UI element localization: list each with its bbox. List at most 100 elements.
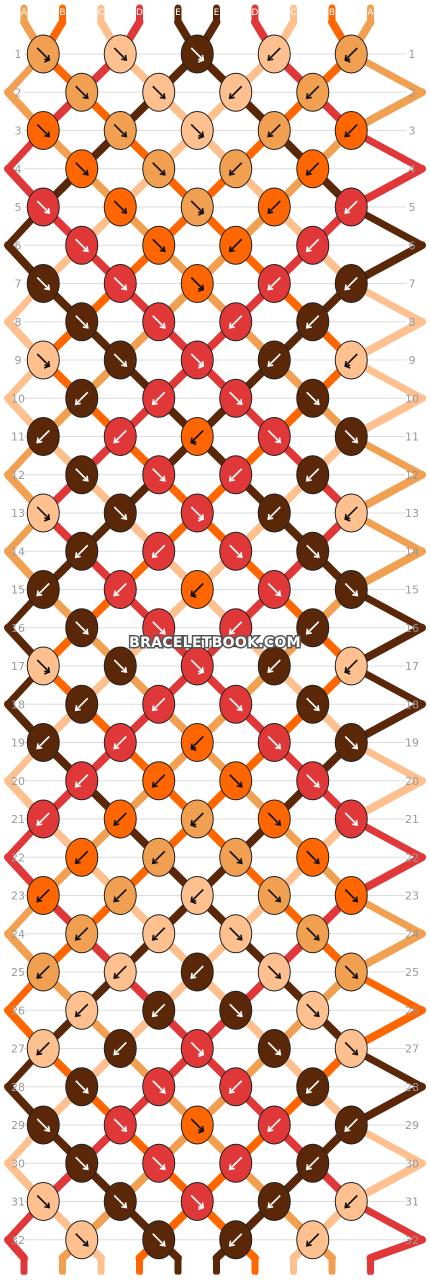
knot-arrow-shaft — [190, 659, 204, 673]
knot-arrow-head — [36, 590, 43, 597]
knot — [65, 455, 99, 495]
knot-arrow-shaft — [229, 621, 243, 635]
strand-letter-top: C — [290, 8, 296, 18]
row-number-right: 14 — [405, 545, 419, 558]
knot — [103, 340, 137, 380]
knot — [296, 302, 330, 342]
knot-arrow-shaft — [306, 162, 320, 176]
knot-arrow-shaft — [113, 506, 127, 520]
knot-arrow-head — [267, 284, 274, 291]
strand-letter-bottom: E — [214, 1274, 220, 1284]
row-number-left: 3 — [15, 125, 22, 138]
knot-arrow-head — [151, 934, 158, 941]
knot-arrow-shaft — [36, 47, 50, 61]
knot-arrow-head — [82, 93, 89, 100]
row-number-left: 7 — [15, 278, 22, 291]
knot — [142, 378, 176, 418]
knot — [219, 914, 253, 954]
knot — [296, 72, 330, 112]
knot — [257, 876, 291, 915]
knot-arrow-head — [344, 1125, 351, 1132]
knot-arrow-head — [228, 93, 235, 100]
knot-arrow-head — [36, 819, 43, 826]
knot — [334, 493, 368, 533]
knot — [26, 417, 60, 456]
knot-arrow-head — [275, 437, 282, 444]
knot-arrow-head — [228, 1087, 235, 1094]
knot — [103, 1105, 137, 1145]
knot-arrow-head — [305, 475, 312, 482]
knot — [26, 111, 60, 150]
knot-arrow-head — [121, 207, 128, 214]
knot-arrow-shaft — [344, 123, 358, 138]
knot — [180, 187, 214, 227]
knot — [103, 111, 137, 150]
knot-arrow-head — [159, 322, 166, 329]
knot — [103, 34, 137, 74]
knot-arrow-shaft — [267, 965, 281, 979]
knot — [334, 876, 368, 915]
knot-arrow-shaft — [152, 1003, 166, 1017]
knot-arrow-shaft — [229, 1233, 243, 1247]
knot-arrow-head — [228, 322, 235, 329]
knot — [219, 378, 253, 418]
knot — [65, 225, 99, 265]
knot-arrow-shaft — [75, 468, 89, 482]
knot-arrow-head — [313, 934, 320, 941]
knot-arrow-head — [113, 1049, 120, 1056]
strand-letter-top: E — [214, 8, 220, 18]
knot — [26, 493, 60, 533]
knot-arrow-bend — [197, 671, 204, 675]
knot — [296, 837, 330, 877]
knot-grid — [26, 34, 368, 1260]
knot-arrow-shaft — [344, 1118, 358, 1132]
knot-arrow-head — [305, 322, 312, 329]
knot-arrow-shaft — [113, 659, 127, 673]
knot-arrow-shaft — [36, 429, 50, 444]
knot — [219, 531, 253, 571]
knot — [219, 1143, 253, 1183]
knot-arrow-bend — [344, 59, 351, 63]
knot-arrow-head — [352, 896, 359, 903]
row-number-left: 18 — [11, 698, 25, 711]
knot — [257, 417, 291, 456]
row-number-right: 18 — [405, 698, 419, 711]
row-number-right: 29 — [405, 1119, 419, 1132]
knot — [334, 417, 368, 456]
knot — [103, 264, 137, 303]
knot — [257, 264, 291, 303]
knot-arrow-shaft — [113, 47, 127, 61]
knot-arrow-shaft — [75, 927, 89, 941]
knot — [257, 111, 291, 150]
knot-arrow-head — [344, 131, 351, 138]
knot-arrow-shaft — [152, 621, 166, 635]
knot — [142, 1067, 176, 1107]
knot — [180, 646, 214, 686]
knot — [142, 225, 176, 265]
row-number-right: 17 — [405, 660, 419, 673]
strand-letter-bottom: C — [98, 1274, 104, 1284]
strand-letter-bottom: D — [252, 1274, 259, 1284]
knot — [103, 646, 137, 686]
knot — [296, 990, 330, 1030]
row-number-right: 24 — [405, 928, 419, 941]
knot-arrow-shaft — [267, 582, 281, 597]
knot-arrow-shaft — [267, 506, 281, 520]
knot-arrow-head — [113, 590, 120, 597]
row-number-left: 11 — [11, 431, 25, 444]
knot — [219, 1067, 253, 1107]
row-number-left: 5 — [15, 201, 22, 214]
knot-arrow-head — [74, 552, 81, 559]
knot-arrow-head — [228, 475, 235, 482]
knot-arrow-head — [159, 1087, 166, 1094]
knot-arrow-head — [275, 972, 282, 979]
knot-arrow-bend — [197, 59, 204, 63]
knot-arrow-shaft — [267, 659, 281, 673]
knot-arrow-head — [267, 1125, 274, 1132]
strand-letter-top: E — [175, 8, 181, 18]
knot — [334, 340, 368, 380]
row-number-right: 13 — [405, 507, 419, 520]
row-number-left: 23 — [11, 890, 25, 903]
knot-arrow-shaft — [344, 582, 358, 597]
